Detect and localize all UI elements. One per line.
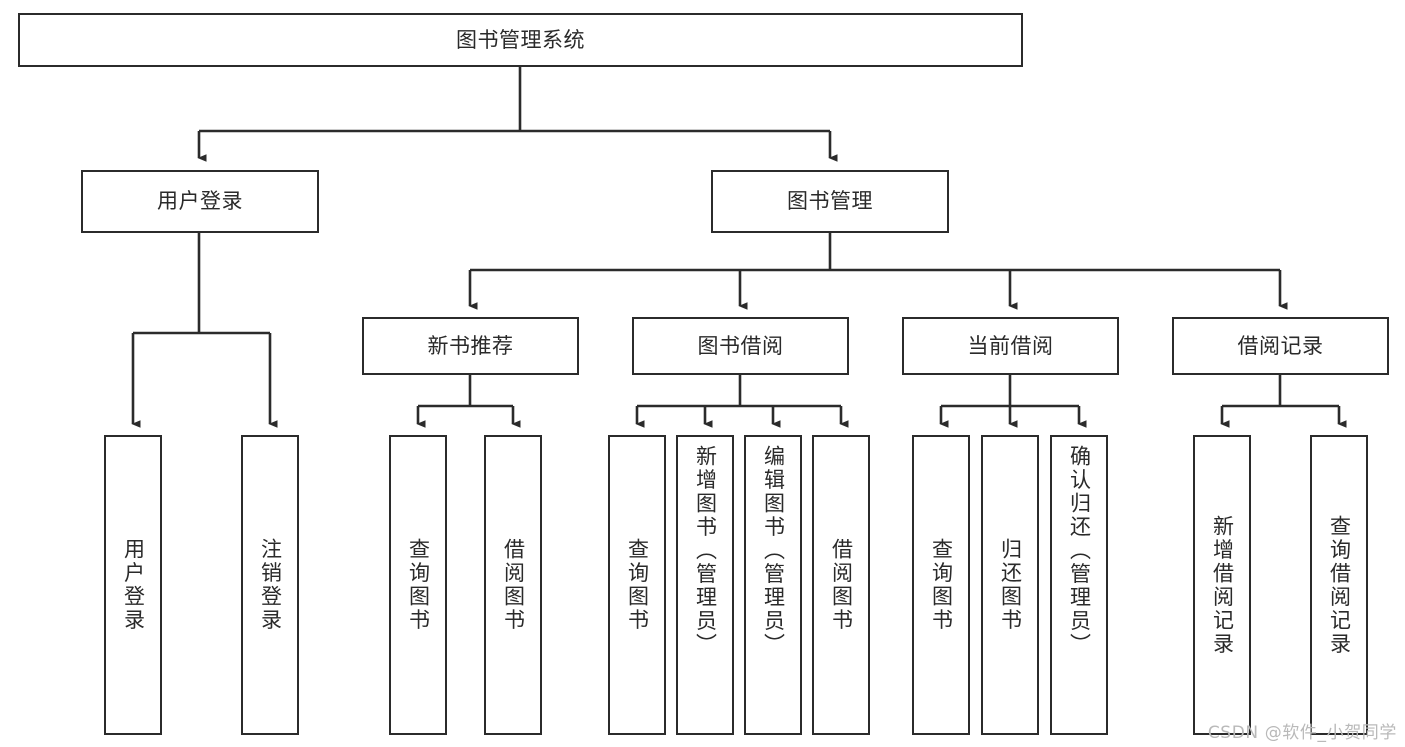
node-leaf-confirm-return-label: 确认归还（管理员） [1067,445,1092,657]
node-book-borrow-label: 图书借阅 [697,333,784,358]
node-leaf-borrow-book-2[interactable]: 借阅图书 [812,435,870,735]
node-book-borrow[interactable]: 图书借阅 [632,317,849,375]
node-borrow-record-label: 借阅记录 [1237,333,1324,358]
node-leaf-borrow-book-1-label: 借阅图书 [501,538,526,632]
node-new-book-recommend-label: 新书推荐 [427,333,514,358]
node-current-borrow[interactable]: 当前借阅 [902,317,1119,375]
node-borrow-record[interactable]: 借阅记录 [1172,317,1389,375]
node-leaf-query-book-1-label: 查询图书 [406,538,431,632]
node-book-manage[interactable]: 图书管理 [711,170,949,233]
node-leaf-confirm-return[interactable]: 确认归还（管理员） [1050,435,1108,735]
node-leaf-query-book-3-label: 查询图书 [929,538,954,632]
node-leaf-query-record[interactable]: 查询借阅记录 [1310,435,1368,735]
node-leaf-return-book[interactable]: 归还图书 [981,435,1039,735]
node-leaf-add-book[interactable]: 新增图书（管理员） [676,435,734,735]
node-leaf-add-record[interactable]: 新增借阅记录 [1193,435,1251,735]
node-leaf-query-book-2-label: 查询图书 [625,538,650,632]
node-current-borrow-label: 当前借阅 [967,333,1054,358]
node-book-manage-label: 图书管理 [787,189,873,214]
node-leaf-query-book-1[interactable]: 查询图书 [389,435,447,735]
node-leaf-borrow-book-2-label: 借阅图书 [829,538,854,632]
node-root-label: 图书管理系统 [456,27,585,52]
node-leaf-edit-book-label: 编辑图书（管理员） [761,445,786,657]
node-leaf-add-book-label: 新增图书（管理员） [693,445,718,657]
node-leaf-return-book-label: 归还图书 [998,538,1023,632]
node-leaf-add-record-label: 新增借阅记录 [1210,514,1235,656]
node-new-book-recommend[interactable]: 新书推荐 [362,317,579,375]
node-leaf-query-record-label: 查询借阅记录 [1327,514,1352,656]
node-leaf-logout-login[interactable]: 注销登录 [241,435,299,735]
node-leaf-user-login-label: 用户登录 [121,538,146,632]
node-leaf-logout-login-label: 注销登录 [258,538,283,632]
node-leaf-borrow-book-1[interactable]: 借阅图书 [484,435,542,735]
node-user-login-label: 用户登录 [157,189,243,214]
node-leaf-query-book-3[interactable]: 查询图书 [912,435,970,735]
node-leaf-edit-book[interactable]: 编辑图书（管理员） [744,435,802,735]
node-leaf-user-login[interactable]: 用户登录 [104,435,162,735]
node-leaf-query-book-2[interactable]: 查询图书 [608,435,666,735]
node-user-login[interactable]: 用户登录 [81,170,319,233]
node-root[interactable]: 图书管理系统 [18,13,1023,67]
